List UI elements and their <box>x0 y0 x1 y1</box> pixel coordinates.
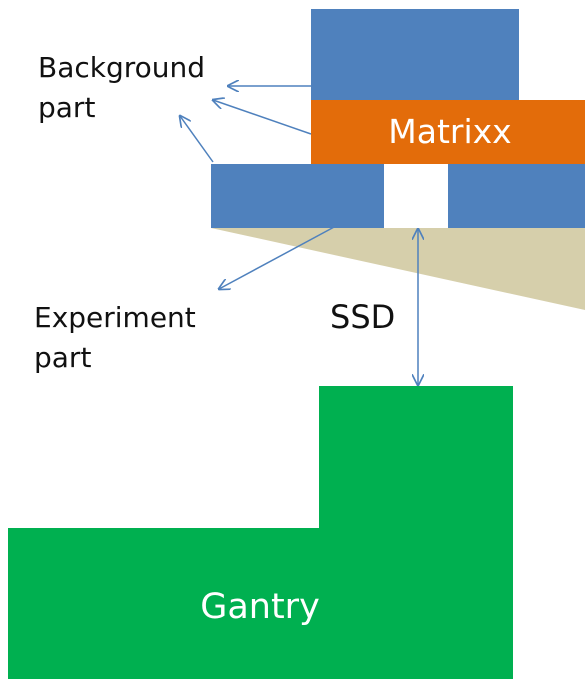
experiment-block-right <box>448 164 585 228</box>
gantry-block <box>8 386 513 679</box>
beam-wedge <box>211 228 585 310</box>
matrixx-block <box>311 100 585 164</box>
background-block-top <box>311 9 519 102</box>
experiment-part-label: Experiment part <box>34 298 196 378</box>
experiment-label-line2: part <box>34 341 92 374</box>
matrixx-label: Matrixx <box>388 112 512 151</box>
ssd-label: SSD <box>330 298 396 336</box>
gantry-label: Gantry <box>200 587 320 627</box>
experiment-label-line1: Experiment <box>34 301 196 334</box>
background-arrow-3 <box>180 116 214 163</box>
background-label-line2: part <box>38 91 96 124</box>
background-part-label: Background part <box>38 48 205 128</box>
background-label-line1: Background <box>38 51 206 84</box>
background-arrow-2 <box>213 100 312 135</box>
experiment-arrow <box>219 225 337 289</box>
experiment-block-left <box>211 164 384 228</box>
